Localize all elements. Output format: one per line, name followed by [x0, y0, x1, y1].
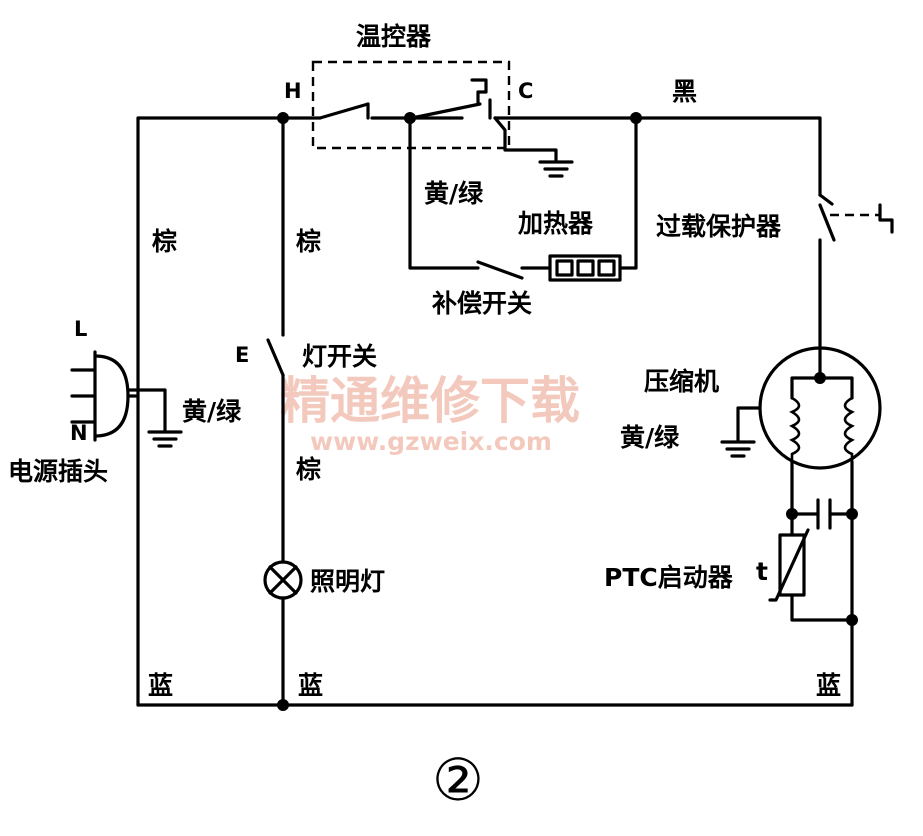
comp-switch-label: 补偿开关	[432, 289, 532, 318]
watermark-cn: 精通维修下载	[280, 372, 580, 430]
compressor-label: 压缩机	[644, 367, 719, 396]
wire-brown-lower: 棕	[296, 455, 321, 484]
wire-blue-right: 蓝	[816, 671, 841, 700]
pin-h: H	[284, 79, 302, 103]
pin-e: E	[235, 343, 249, 367]
wire-blue-left: 蓝	[148, 671, 173, 700]
heater-branch	[408, 116, 638, 282]
wire-black-label: 黑	[672, 77, 697, 106]
light-switch-label: 灯开关	[302, 342, 377, 371]
overload-protector	[818, 193, 894, 374]
plug-label: 电源插头	[8, 457, 108, 486]
compressor	[720, 346, 882, 470]
pin-n: N	[70, 421, 88, 445]
compressor-yg-label: 黄/绿	[620, 423, 680, 452]
overload-label: 过载保护器	[656, 212, 782, 241]
thermostat-label: 温控器	[356, 22, 432, 51]
starter-circuit	[768, 460, 858, 707]
wire-brown-mid: 棕	[296, 227, 321, 256]
lamp-label: 照明灯	[310, 567, 385, 596]
light-column	[263, 116, 303, 707]
pin-l: L	[74, 317, 87, 341]
watermark-url: www.gzweix.com	[310, 427, 552, 456]
figure-number: ②	[432, 746, 484, 814]
power-plug	[70, 350, 183, 448]
plug-yg-label: 黄/绿	[182, 397, 242, 426]
pin-c: C	[518, 79, 533, 103]
wire-brown-left: 棕	[152, 227, 177, 256]
wire-yg-top: 黄/绿	[424, 179, 484, 208]
ptc-label: PTC启动器	[604, 563, 734, 592]
heater-label: 加热器	[517, 209, 594, 238]
wire-blue-mid: 蓝	[298, 671, 323, 700]
junction-bottom	[277, 699, 289, 711]
ptc-t-label: t	[756, 557, 768, 586]
